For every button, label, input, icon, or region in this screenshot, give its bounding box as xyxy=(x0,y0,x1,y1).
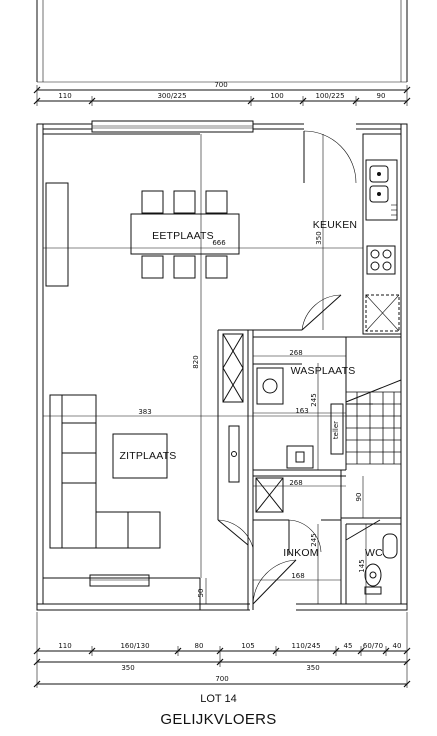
dim-bottom-80: 80 xyxy=(195,642,204,650)
coffee-table xyxy=(112,433,168,479)
floor-title: GELIJKVLOERS xyxy=(160,711,277,728)
dim-268-top: 268 xyxy=(289,349,302,357)
dim-383: 383 xyxy=(138,408,151,416)
dim-top-total: 700 xyxy=(214,81,227,89)
sideboard xyxy=(45,182,69,287)
dim-bottom-350-left: 350 xyxy=(121,664,134,672)
dim-bottom-110-245: 110/245 xyxy=(291,642,320,650)
dim-163: 163 xyxy=(295,407,308,415)
dim-top-110: 110 xyxy=(58,92,71,100)
dim-268-bottom: 268 xyxy=(289,479,302,487)
room-labels: EETPLAATS KEUKEN WASPLAATS ZITPLAATS INK… xyxy=(119,219,383,559)
dim-245-a: 245 xyxy=(310,393,318,406)
inner-dimension-lines xyxy=(43,134,367,604)
dim-820: 820 xyxy=(192,355,200,368)
wc-fixtures xyxy=(364,533,398,595)
room-keuken: KEUKEN xyxy=(313,219,357,231)
dining-set xyxy=(130,190,240,279)
room-inkom: INKOM xyxy=(283,547,318,559)
dim-bottom-350-right: 350 xyxy=(306,664,319,672)
dim-145: 145 xyxy=(358,559,366,572)
room-zitplaats: ZITPLAATS xyxy=(119,450,176,462)
room-wc: WC xyxy=(365,547,383,559)
dim-90: 90 xyxy=(355,493,363,502)
dim-bottom-total: 700 xyxy=(215,675,228,683)
dim-bottom-40: 40 xyxy=(393,642,402,650)
dim-top-100-225: 100/225 xyxy=(315,92,344,100)
dim-bottom-60-70: 60/70 xyxy=(363,642,383,650)
meter-cupboard xyxy=(255,477,284,513)
dim-666: 666 xyxy=(212,239,226,247)
dim-350: 350 xyxy=(315,231,323,244)
dim-top-100: 100 xyxy=(270,92,283,100)
sofa xyxy=(49,394,161,549)
dim-168: 168 xyxy=(291,572,304,580)
laundry-appliances xyxy=(256,367,344,469)
staircase xyxy=(345,379,402,465)
lot-number: LOT 14 xyxy=(200,693,237,705)
dim-50: 50 xyxy=(197,589,205,598)
bottom-dimensions: 110 160/130 80 105 110/245 45 60/70 40 3… xyxy=(33,612,411,688)
dim-bottom-160-130: 160/130 xyxy=(120,642,149,650)
room-eetplaats: EETPLAATS xyxy=(152,230,214,242)
doors xyxy=(217,130,381,605)
exterior-walls xyxy=(36,120,408,612)
dim-bottom-45: 45 xyxy=(344,642,353,650)
dim-top-90: 90 xyxy=(377,92,386,100)
dim-245-b: 245 xyxy=(310,533,318,546)
interior-walls xyxy=(43,133,401,610)
room-wasplaats: WASPLAATS xyxy=(291,365,356,377)
dim-top-300-225: 300/225 xyxy=(157,92,186,100)
tv-cabinet xyxy=(222,333,244,483)
room-teller: teller xyxy=(332,421,340,439)
inner-dimension-labels: 666 350 820 383 268 245 163 268 90 245 1… xyxy=(138,231,366,597)
terrace-lines xyxy=(36,0,408,83)
kitchen-units xyxy=(362,133,402,335)
dim-bottom-110: 110 xyxy=(58,642,71,650)
top-dimensions: 700 110 300/225 100 100/225 90 xyxy=(33,81,411,106)
dim-bottom-105: 105 xyxy=(241,642,254,650)
